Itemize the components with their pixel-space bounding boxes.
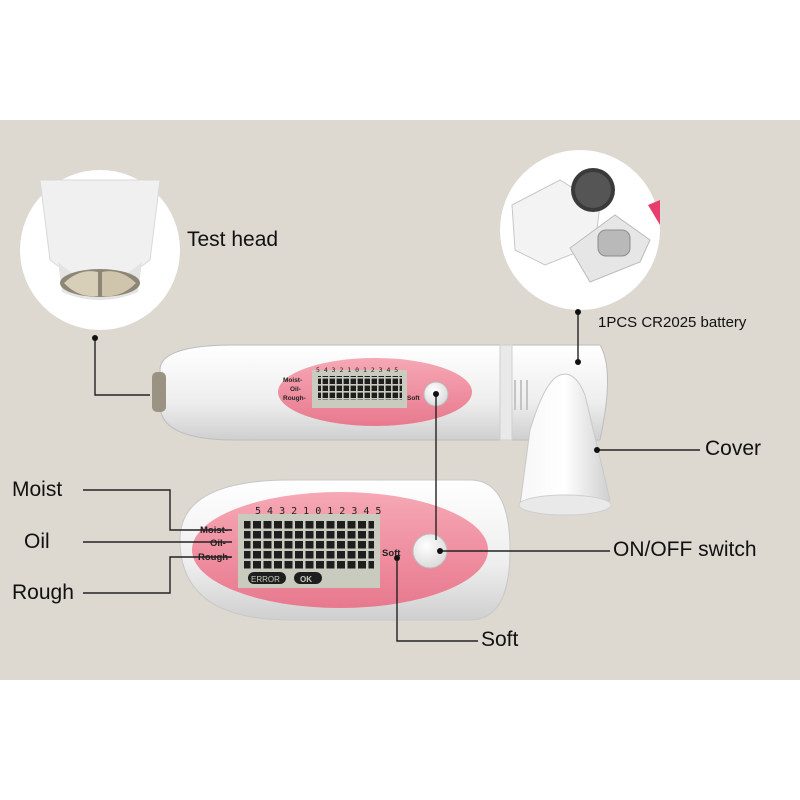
soft-label: Soft: [481, 628, 519, 651]
cover: [518, 373, 612, 516]
lower-lcd-moist-label: Moist-: [200, 525, 228, 536]
upper-lcd-oil-label: Oil-: [290, 386, 301, 393]
test-head-label: Test head: [187, 228, 279, 251]
lower-lcd-error-label: ERROR: [251, 575, 280, 584]
upper-lcd-soft-label: Soft: [407, 395, 420, 402]
upper-lcd-scale: 5 4 3 2 1 0 1 2 3 4 5: [316, 366, 398, 374]
lower-lcd-ok-label: OK: [300, 575, 312, 584]
leader-lines: [83, 312, 700, 642]
battery-compartment-photo: [500, 150, 660, 310]
leader-dots: [92, 309, 600, 561]
lower-lcd-oil-label: Oil-: [210, 538, 226, 549]
rough-label: Rough: [12, 581, 74, 604]
device-front-view: [179, 479, 511, 621]
oil-label: Oil: [24, 530, 50, 553]
lower-lcd-rough-label: Rough-: [198, 552, 231, 563]
cover-label: Cover: [705, 437, 762, 460]
test-head-detail-photo: [20, 170, 180, 330]
device-side-view: [152, 344, 608, 441]
on-off-switch-label: ON/OFF switch: [613, 538, 757, 561]
battery-label: 1PCS CR2025 battery: [598, 314, 747, 331]
lower-lcd-scale: 5 4 3 2 1 0 1 2 3 4 5: [255, 506, 381, 517]
lower-lcd-soft-label: Soft: [382, 548, 401, 559]
upper-lcd-moist-label: Moist-: [283, 377, 302, 384]
moist-label: Moist: [12, 478, 63, 501]
upper-lcd-rough-label: Rough-: [283, 395, 306, 402]
